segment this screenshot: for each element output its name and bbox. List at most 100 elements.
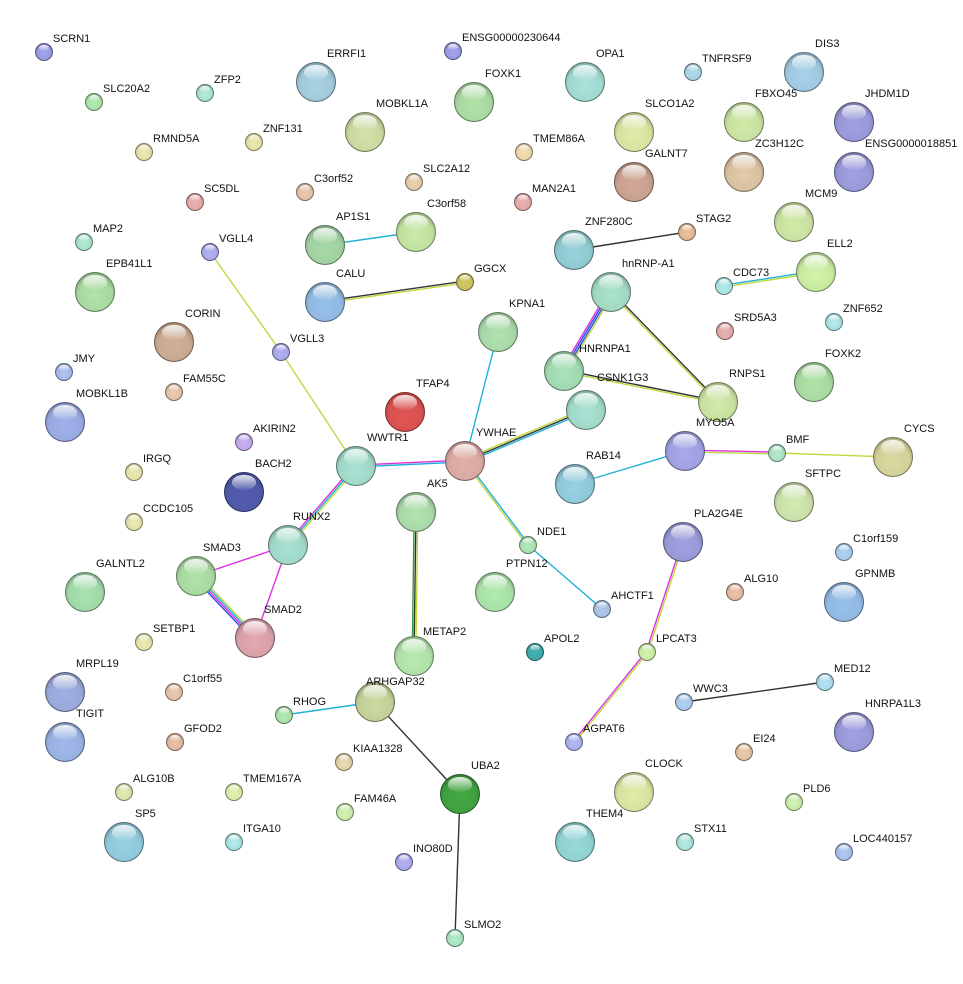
node-SFTPC[interactable] <box>774 482 814 522</box>
edge-YWHAE-CSNK1G3-coexpression[interactable] <box>464 409 587 462</box>
node-TMEM86A[interactable] <box>515 143 533 161</box>
node-EI24[interactable] <box>735 743 753 761</box>
node-RAB14[interactable] <box>555 464 595 504</box>
node-SLC20A2[interactable] <box>85 93 103 111</box>
edge-HNRNPA1-RNPS1-textmining[interactable] <box>563 371 718 404</box>
edge-AK5-METAP2-textmining[interactable] <box>415 512 419 657</box>
node-GPNMB[interactable] <box>824 582 864 622</box>
edge-CALU-GGCX-textmining[interactable] <box>325 282 466 304</box>
node-GFOD2[interactable] <box>166 733 184 751</box>
node-ENSG00000230644[interactable] <box>444 42 462 60</box>
node-SLC2A12[interactable] <box>405 173 423 191</box>
edge-KPNA1-YWHAE-database[interactable] <box>464 331 499 462</box>
edge-WWC3-MED12-coexpression[interactable] <box>683 681 826 703</box>
node-SRD5A3[interactable] <box>716 322 734 340</box>
node-MED12[interactable] <box>816 673 834 691</box>
edge-hnRNP-A1-RNPS1-coexpression[interactable] <box>611 290 720 402</box>
node-FAM46A[interactable] <box>336 803 354 821</box>
node-IRGQ[interactable] <box>125 463 143 481</box>
edge-AK5-METAP2-coexpression[interactable] <box>413 511 417 657</box>
node-ALG10B[interactable] <box>115 783 133 801</box>
node-TMEM167A[interactable] <box>225 783 243 801</box>
node-MRPL19[interactable] <box>45 672 85 712</box>
node-KIAA1328[interactable] <box>335 753 353 771</box>
node-MYO5A[interactable] <box>665 431 705 471</box>
node-GALNTL2[interactable] <box>65 572 105 612</box>
node-BMF[interactable] <box>768 444 786 462</box>
edge-LPCAT3-AGPAT6-textmining[interactable] <box>574 652 649 744</box>
node-SCRN1[interactable] <box>35 43 53 61</box>
node-STX11[interactable] <box>676 833 694 851</box>
edge-NDE1-AHCTF1-database[interactable] <box>527 544 603 610</box>
node-TFAP4[interactable] <box>385 392 425 432</box>
node-CORIN[interactable] <box>154 322 194 362</box>
node-ERRFI1[interactable] <box>296 62 336 102</box>
node-MCM9[interactable] <box>774 202 814 242</box>
node-CDC73[interactable] <box>715 277 733 295</box>
node-CALU[interactable] <box>305 282 345 322</box>
node-SETBP1[interactable] <box>135 633 153 651</box>
node-SMAD2[interactable] <box>235 618 275 658</box>
node-C1orf159[interactable] <box>835 543 853 561</box>
node-MOBKL1A[interactable] <box>345 112 385 152</box>
node-ZNF652[interactable] <box>825 313 843 331</box>
node-AGPAT6[interactable] <box>565 733 583 751</box>
edge-VGLL3-WWTR1-textmining[interactable] <box>280 351 357 467</box>
node-PTPN12[interactable] <box>475 572 515 612</box>
node-C1orf55[interactable] <box>165 683 183 701</box>
node-WWTR1[interactable] <box>336 446 376 486</box>
edge-YWHAE-CSNK1G3-textmining[interactable] <box>464 407 586 460</box>
node-ALG10[interactable] <box>726 583 744 601</box>
node-NDE1[interactable] <box>519 536 537 554</box>
node-SLCO1A2[interactable] <box>614 112 654 152</box>
node-AKIRIN2[interactable] <box>235 433 253 451</box>
node-HNRNPA1[interactable] <box>544 351 584 391</box>
node-APOL2[interactable] <box>526 643 544 661</box>
node-VGLL3[interactable] <box>272 343 290 361</box>
node-CCDC105[interactable] <box>125 513 143 531</box>
node-THEM4[interactable] <box>555 822 595 862</box>
edge-CALU-GGCX-coexpression[interactable] <box>324 280 465 302</box>
node-C3orf52[interactable] <box>296 183 314 201</box>
node-RMND5A[interactable] <box>135 143 153 161</box>
node-FOXK2[interactable] <box>794 362 834 402</box>
node-RUNX2[interactable] <box>268 525 308 565</box>
node-SLMO2[interactable] <box>446 929 464 947</box>
node-JMY[interactable] <box>55 363 73 381</box>
node-VGLL4[interactable] <box>201 243 219 261</box>
node-MAN2A1[interactable] <box>514 193 532 211</box>
node-ITGA10[interactable] <box>225 833 243 851</box>
node-STAG2[interactable] <box>678 223 696 241</box>
node-TIGIT[interactable] <box>45 722 85 762</box>
node-KPNA1[interactable] <box>478 312 518 352</box>
node-ZNF280C[interactable] <box>554 230 594 270</box>
edge-hnRNP-A1-RNPS1-textmining[interactable] <box>609 292 718 404</box>
node-ZC3H12C[interactable] <box>724 152 764 192</box>
node-LOC440157[interactable] <box>835 843 853 861</box>
node-EPB41L1[interactable] <box>75 272 115 312</box>
node-INO80D[interactable] <box>395 853 413 871</box>
edge-AK5-METAP2-homology[interactable] <box>411 511 415 656</box>
node-hnRNP-A1[interactable] <box>591 272 631 312</box>
node-SP5[interactable] <box>104 822 144 862</box>
node-TNFRSF9[interactable] <box>684 63 702 81</box>
node-AK5[interactable] <box>396 492 436 532</box>
node-FOXK1[interactable] <box>454 82 494 122</box>
node-SMAD3[interactable] <box>176 556 216 596</box>
node-JHDM1D[interactable] <box>834 102 874 142</box>
node-RNPS1[interactable] <box>698 382 738 422</box>
node-METAP2[interactable] <box>394 636 434 676</box>
edge-HNRNPA1-RNPS1-coexpression[interactable] <box>564 369 719 402</box>
node-AP1S1[interactable] <box>305 225 345 265</box>
node-SC5DL[interactable] <box>186 193 204 211</box>
node-PLD6[interactable] <box>785 793 803 811</box>
node-BACH2[interactable] <box>224 472 264 512</box>
node-CYCS[interactable] <box>873 437 913 477</box>
node-ENSG0000018851[interactable] <box>834 152 874 192</box>
node-RHOG[interactable] <box>275 706 293 724</box>
node-DIS3[interactable] <box>784 52 824 92</box>
edge-VGLL4-VGLL3-textmining[interactable] <box>209 251 282 353</box>
node-ELL2[interactable] <box>796 252 836 292</box>
node-LPCAT3[interactable] <box>638 643 656 661</box>
node-WWC3[interactable] <box>675 693 693 711</box>
